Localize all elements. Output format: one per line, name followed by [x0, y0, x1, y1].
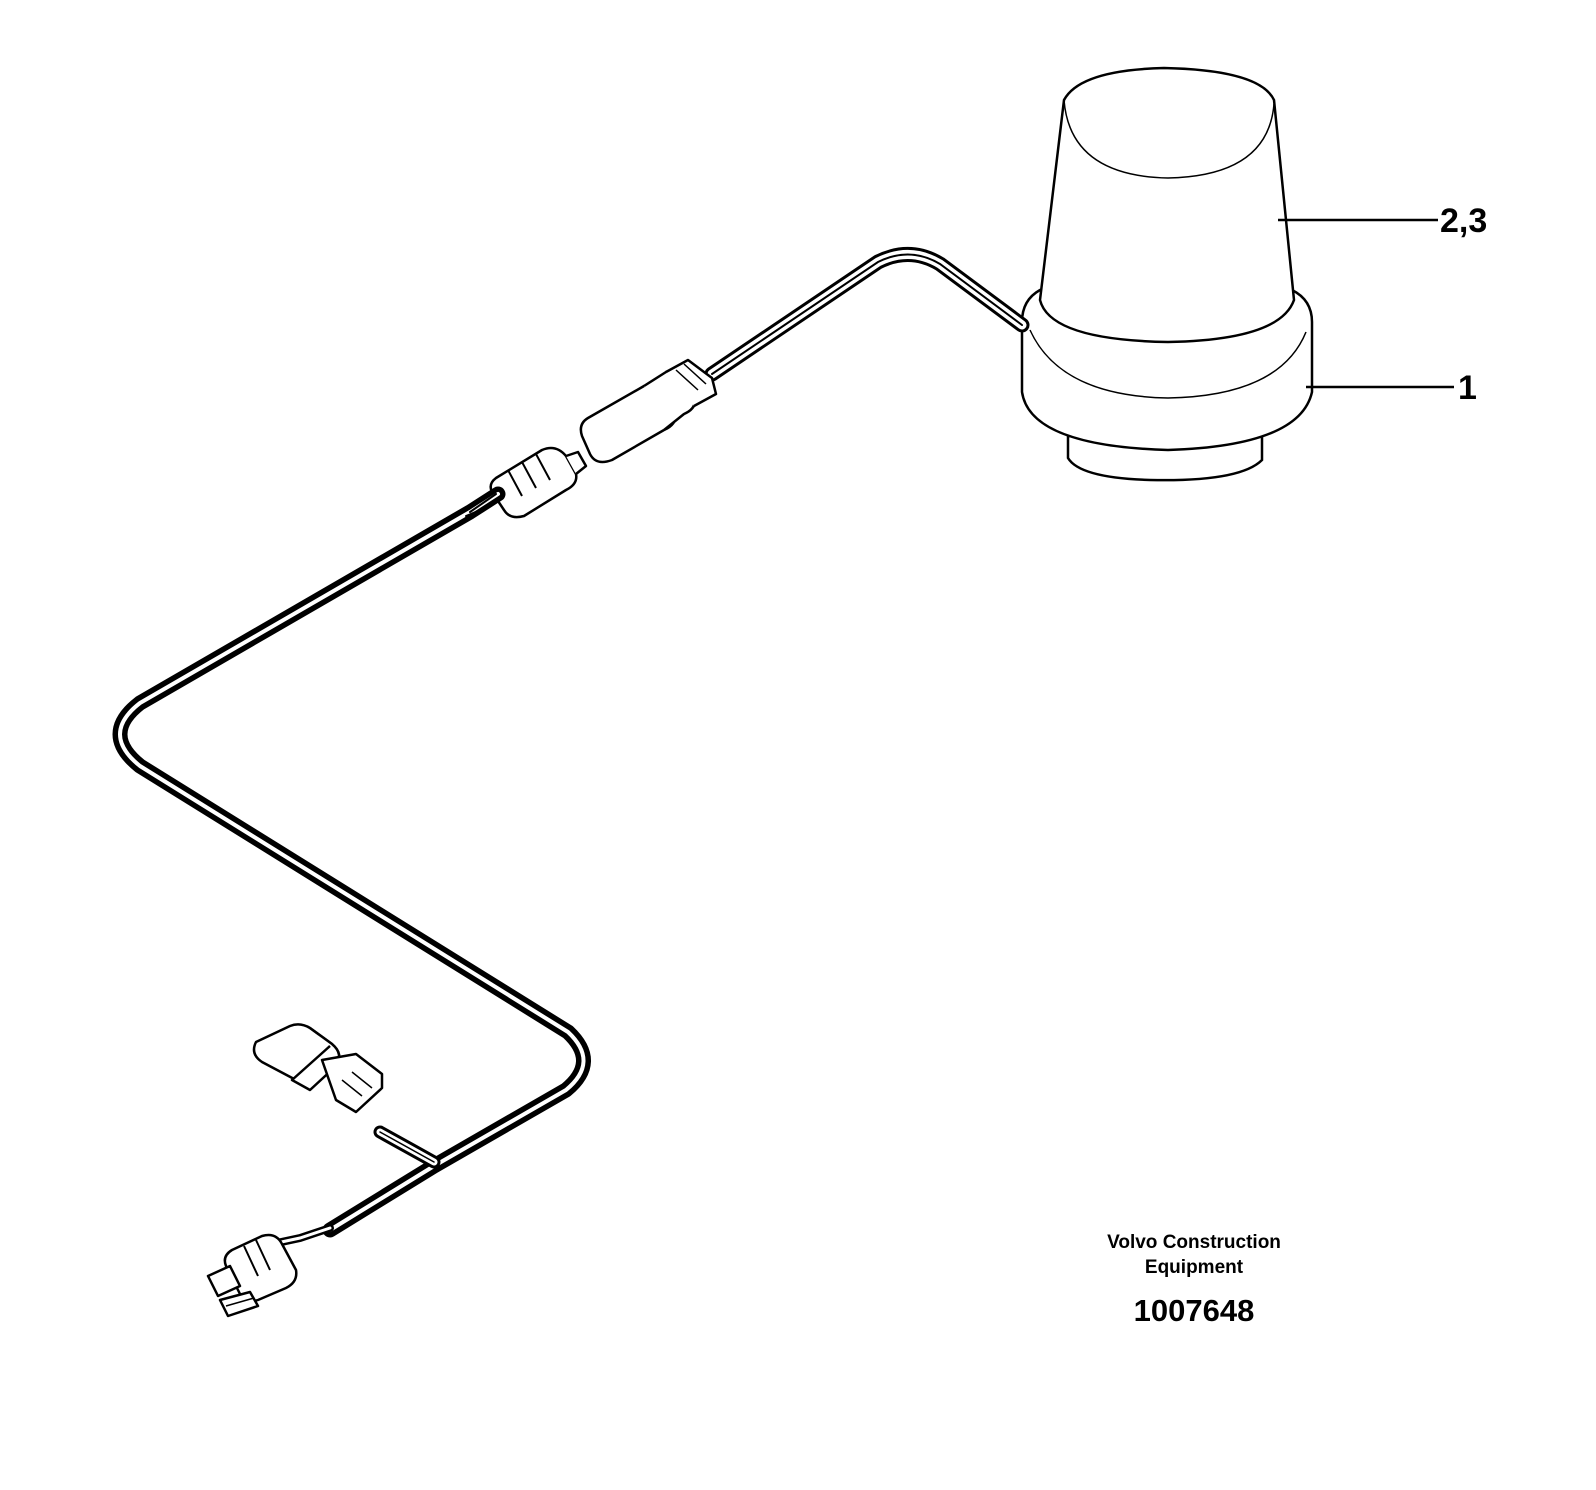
beacon-lens — [1038, 66, 1296, 344]
drawing-number: 1007648 — [1134, 1293, 1255, 1328]
callout-label-lens: 2,3 — [1440, 202, 1487, 240]
callout-leaders — [1278, 218, 1454, 389]
company-name-line1: Volvo Construction — [1107, 1232, 1281, 1253]
company-name-line2: Equipment — [1145, 1257, 1244, 1278]
beacon-lens-cap-line — [1063, 99, 1275, 179]
beacon-base-inner-rim — [1029, 329, 1307, 399]
beacon-lamp — [1020, 66, 1314, 482]
main-harness-cable — [112, 486, 591, 1238]
bottom-connector — [206, 1233, 298, 1318]
lower-connector-male — [252, 1023, 384, 1114]
callout-label-base: 1 — [1458, 369, 1477, 407]
upper-connector-male — [579, 358, 718, 464]
upper-connector-female — [489, 446, 588, 519]
branch-cable — [373, 1125, 441, 1169]
upper-cable — [704, 246, 1030, 382]
